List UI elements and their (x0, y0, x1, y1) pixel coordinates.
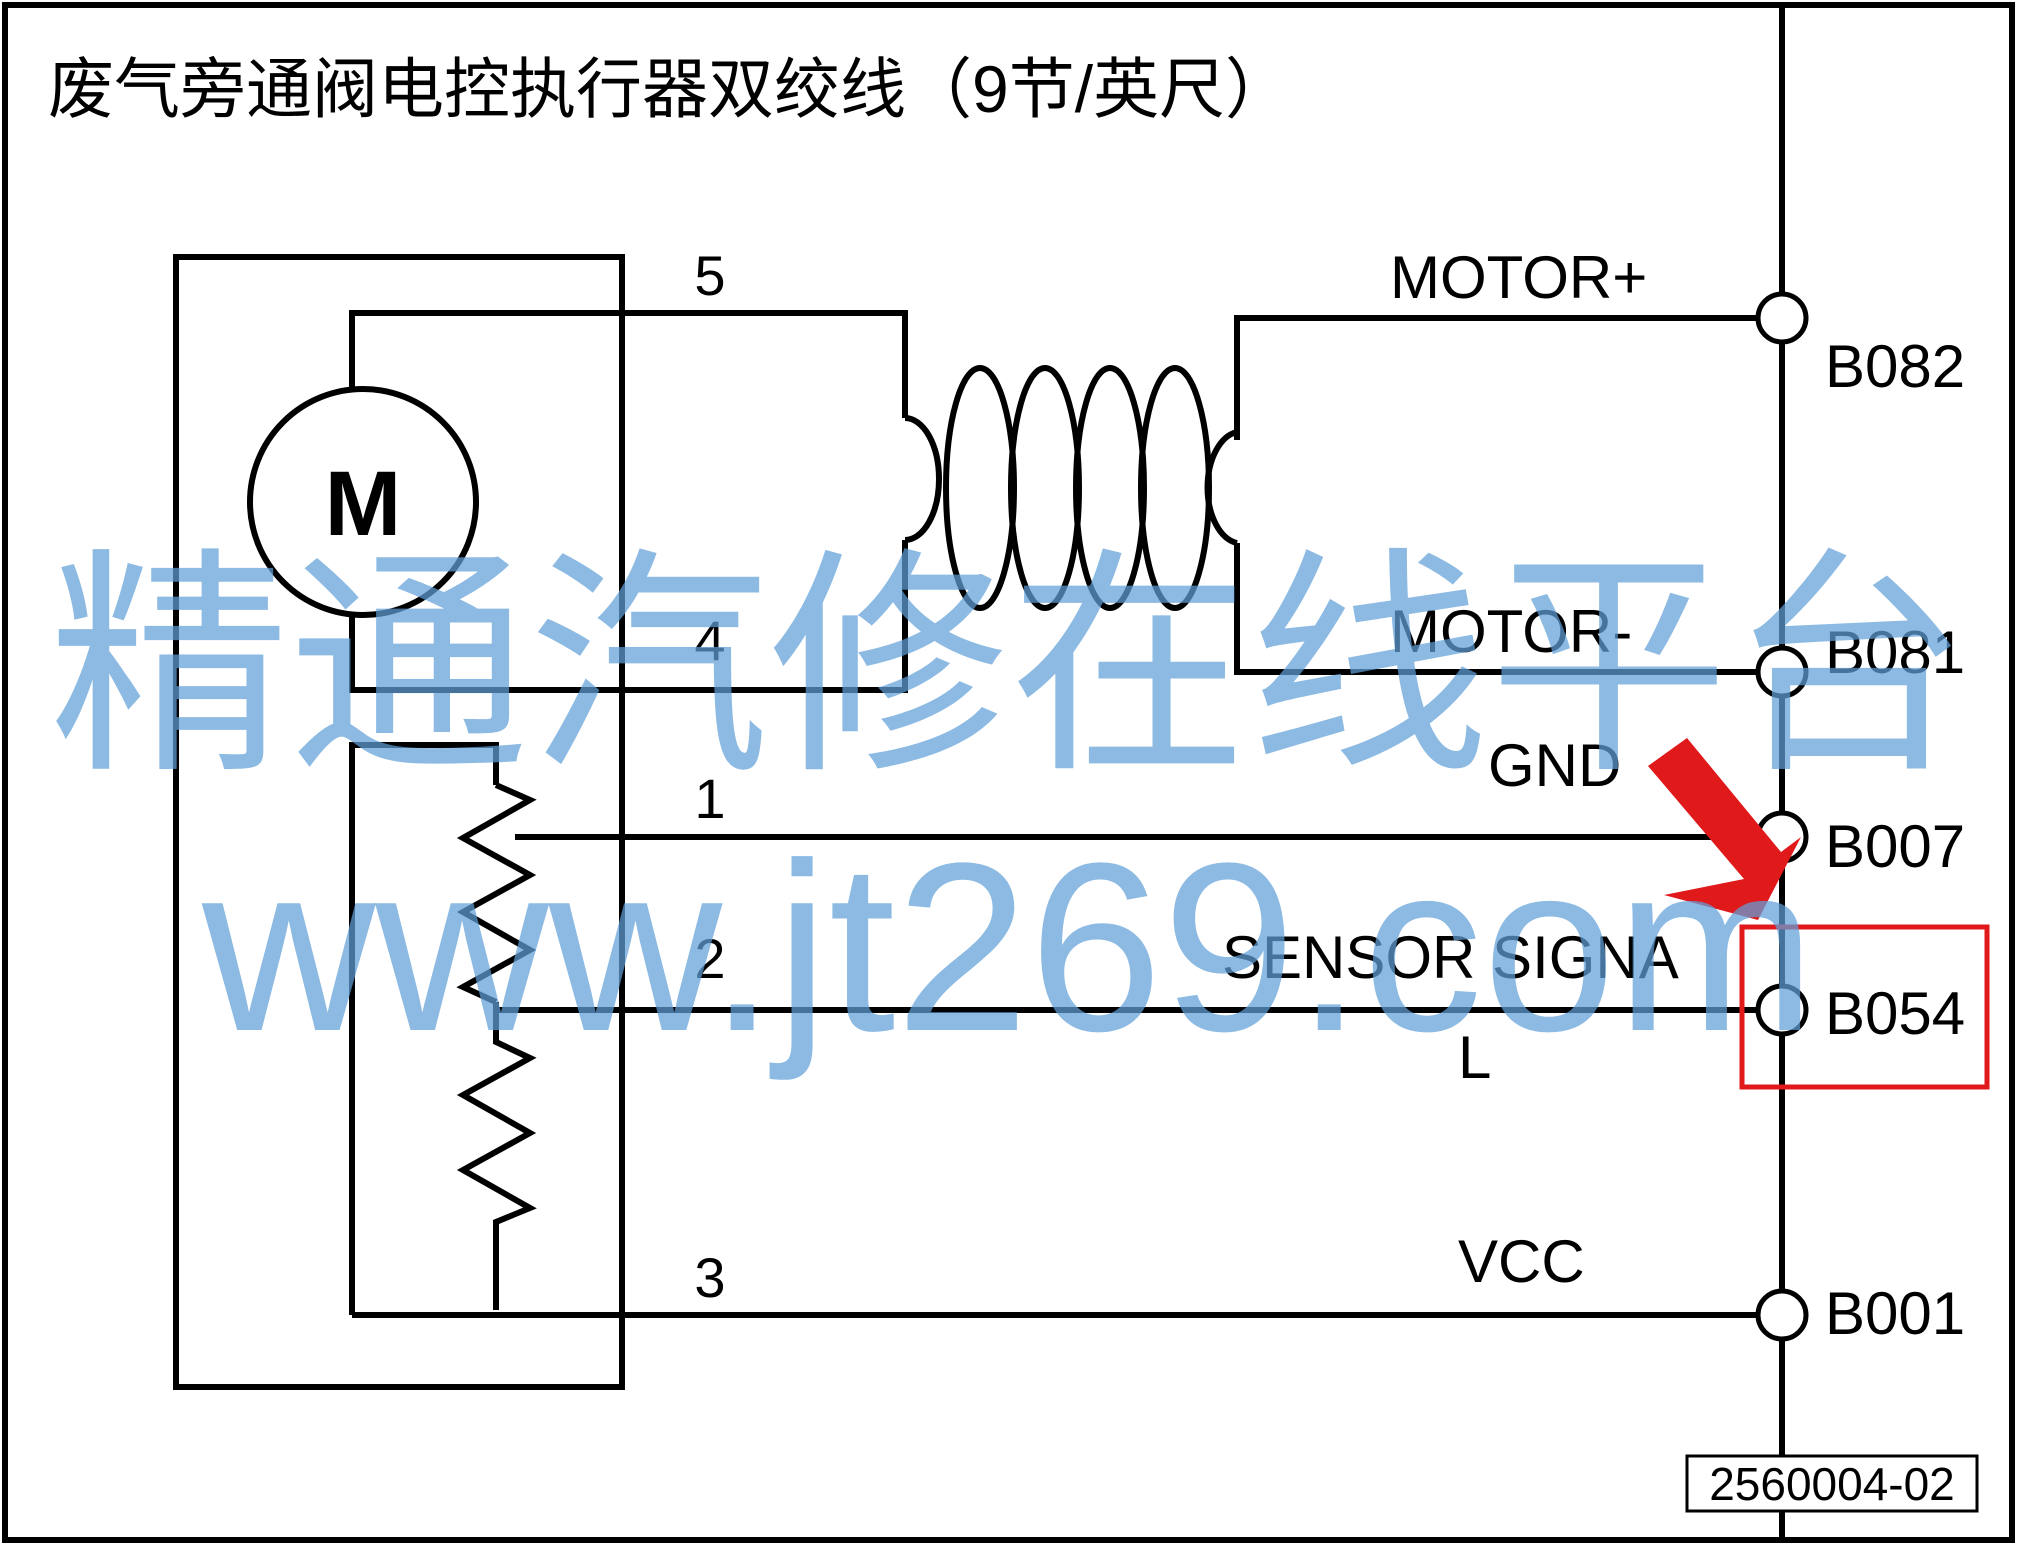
motor-label: M (325, 453, 402, 555)
sensor-signal-label-cont: L (1458, 1024, 1491, 1091)
position-sensor-circuit (349, 742, 1782, 1318)
connector-b081-label: B081 (1825, 619, 1965, 686)
pin-4-label: 4 (694, 609, 725, 672)
connector-b001-label: B001 (1825, 1280, 1965, 1347)
pin-3-label: 3 (694, 1246, 725, 1309)
terminal-b082 (1755, 291, 1809, 345)
watermark-line2: www.jt269.com (201, 813, 1816, 1081)
actuator-housing (173, 254, 625, 1390)
diagram-title: 废气旁通阀电控执行器双绞线（9节/英尺） (48, 52, 1291, 126)
motor-plus-label: MOTOR+ (1390, 244, 1647, 311)
connector-b082-label: B082 (1825, 333, 1965, 400)
motor-minus-label: MOTOR- (1390, 598, 1632, 665)
terminal-b001 (1755, 1288, 1809, 1342)
red-arrow-icon (1648, 738, 1801, 920)
highlight-box (1739, 924, 1990, 1090)
sensor-signal-label: SENSOR SIGNA (1222, 924, 1679, 991)
terminal-b081 (1755, 645, 1809, 699)
figure-id-box (1685, 1454, 1979, 1513)
gnd-label: GND (1488, 732, 1621, 799)
connector-b054-label: B054 (1825, 980, 1965, 1047)
vcc-label: VCC (1458, 1228, 1585, 1295)
pin-1-label: 1 (694, 767, 725, 830)
pin-2-label: 2 (694, 927, 725, 990)
motor-circuit (349, 310, 1782, 693)
pin-5-label: 5 (694, 244, 725, 307)
twisted-pair-coil (904, 365, 1238, 611)
motor-symbol (247, 386, 479, 618)
figure-id: 2560004-02 (1709, 1458, 1955, 1510)
terminal-b054 (1755, 983, 1809, 1037)
connector-b007-label: B007 (1825, 813, 1965, 880)
watermark-line1: 精通汽修在线平台 (49, 533, 1969, 801)
watermark: 精通汽修在线平台 www.jt269.com (49, 533, 1969, 1081)
